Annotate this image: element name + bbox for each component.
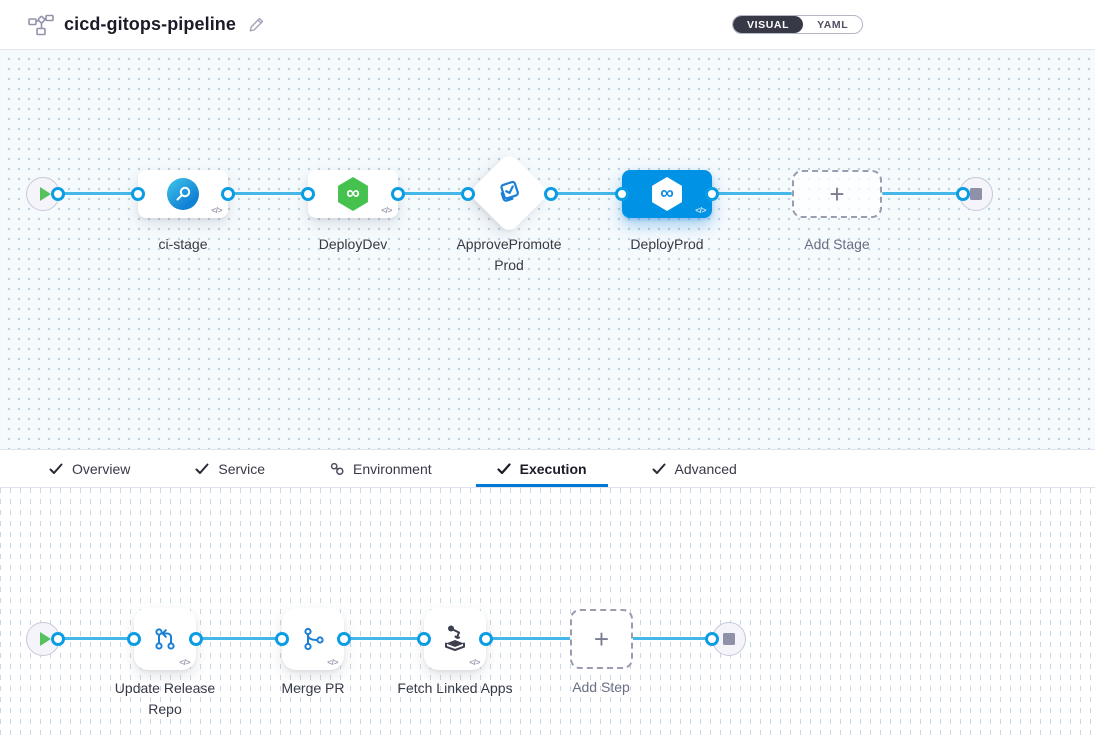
connector-port[interactable] bbox=[127, 632, 141, 646]
connector-port[interactable] bbox=[275, 632, 289, 646]
execution-canvas[interactable]: </> Update Release Repo </> Merge PR </>… bbox=[0, 488, 1095, 741]
stage-label: ci-stage bbox=[113, 234, 253, 255]
connector-port[interactable] bbox=[417, 632, 431, 646]
visual-yaml-toggle[interactable]: VISUAL YAML bbox=[732, 15, 863, 34]
step-label: Fetch Linked Apps bbox=[389, 678, 521, 699]
stage-label: ApprovePromoteProd bbox=[453, 234, 565, 276]
pipeline-icon bbox=[28, 14, 54, 36]
check-icon bbox=[652, 463, 666, 475]
tab-label: Service bbox=[218, 461, 265, 477]
stop-icon bbox=[723, 633, 735, 645]
tab-execution[interactable]: Execution bbox=[476, 450, 608, 487]
step-node-update-release-repo[interactable]: </> bbox=[134, 608, 196, 670]
connector-line bbox=[58, 637, 134, 640]
toggle-visual[interactable]: VISUAL bbox=[733, 16, 803, 33]
stage-label: DeployDev bbox=[283, 234, 423, 255]
check-icon bbox=[195, 463, 209, 475]
cd-hexagon-icon: ∞ bbox=[336, 177, 370, 211]
tab-advanced[interactable]: Advanced bbox=[631, 450, 758, 487]
step-label: Merge PR bbox=[247, 678, 379, 699]
stage-node-ci-stage[interactable]: </> bbox=[138, 170, 228, 218]
connector-line bbox=[551, 192, 622, 195]
code-icon[interactable]: </> bbox=[211, 205, 222, 215]
code-icon[interactable]: </> bbox=[179, 657, 190, 667]
step-node-fetch-linked-apps[interactable]: </> bbox=[424, 608, 486, 670]
stage-node-approvepromoteprod[interactable] bbox=[468, 152, 550, 234]
connector-port[interactable] bbox=[615, 187, 629, 201]
connector-port[interactable] bbox=[131, 187, 145, 201]
cd-hexagon-icon: ∞ bbox=[650, 177, 684, 211]
connector-port[interactable] bbox=[705, 632, 719, 646]
add-step-label: Add Step bbox=[535, 677, 667, 698]
connector-port[interactable] bbox=[189, 632, 203, 646]
play-icon bbox=[40, 632, 51, 646]
page-title: cicd-gitops-pipeline bbox=[64, 14, 236, 35]
stage-label: DeployProd bbox=[597, 234, 737, 255]
edit-pencil-icon[interactable] bbox=[248, 16, 265, 33]
connector-port[interactable] bbox=[705, 187, 719, 201]
connector-port[interactable] bbox=[51, 187, 65, 201]
connector-port[interactable] bbox=[544, 187, 558, 201]
stage-canvas[interactable]: </> ci-stage ∞ </> DeployDev ApproveProm… bbox=[0, 50, 1095, 449]
stage-tabbar: Overview Service Environment Execution A… bbox=[0, 449, 1095, 488]
connector-port[interactable] bbox=[956, 187, 970, 201]
git-pull-request-icon bbox=[150, 624, 180, 654]
connector-line bbox=[228, 192, 308, 195]
check-icon bbox=[497, 463, 511, 475]
connector-line bbox=[712, 192, 792, 195]
fetch-linked-apps-icon bbox=[439, 623, 471, 655]
connector-line bbox=[196, 637, 282, 640]
tab-label: Environment bbox=[353, 461, 432, 477]
connector-port[interactable] bbox=[337, 632, 351, 646]
plus-icon: + bbox=[829, 181, 844, 207]
environment-icon bbox=[330, 462, 344, 476]
connector-line bbox=[58, 192, 138, 195]
tab-service[interactable]: Service bbox=[174, 450, 286, 487]
tab-label: Execution bbox=[520, 461, 587, 477]
add-stage-label: Add Stage bbox=[767, 234, 907, 255]
cd-infinity-glyph: ∞ bbox=[346, 184, 360, 203]
header: cicd-gitops-pipeline VISUAL YAML bbox=[0, 0, 1095, 50]
code-icon[interactable]: </> bbox=[327, 657, 338, 667]
play-icon bbox=[40, 187, 51, 201]
tab-overview[interactable]: Overview bbox=[28, 450, 151, 487]
connector-port[interactable] bbox=[461, 187, 475, 201]
add-step-button[interactable]: + bbox=[570, 609, 633, 669]
add-stage-button[interactable]: + bbox=[792, 170, 882, 218]
connector-line bbox=[398, 192, 468, 195]
connector-port[interactable] bbox=[301, 187, 315, 201]
cd-infinity-glyph: ∞ bbox=[660, 184, 674, 203]
connector-port[interactable] bbox=[479, 632, 493, 646]
connector-port[interactable] bbox=[51, 632, 65, 646]
toggle-yaml[interactable]: YAML bbox=[803, 16, 862, 33]
stop-icon bbox=[970, 188, 982, 200]
ci-build-icon bbox=[167, 178, 199, 210]
stage-node-deploydev[interactable]: ∞ </> bbox=[308, 170, 398, 218]
plus-icon: + bbox=[594, 626, 609, 652]
step-node-merge-pr[interactable]: </> bbox=[282, 608, 344, 670]
connector-port[interactable] bbox=[391, 187, 405, 201]
git-merge-icon bbox=[298, 624, 328, 654]
step-label: Update Release Repo bbox=[99, 678, 231, 720]
stage-node-deployprod[interactable]: ∞ </> bbox=[622, 170, 712, 218]
connector-line bbox=[882, 192, 963, 195]
code-icon[interactable]: </> bbox=[469, 657, 480, 667]
tab-label: Advanced bbox=[675, 461, 737, 477]
connector-line bbox=[344, 637, 424, 640]
tab-label: Overview bbox=[72, 461, 130, 477]
tab-environment[interactable]: Environment bbox=[309, 450, 453, 487]
check-icon bbox=[49, 463, 63, 475]
connector-port[interactable] bbox=[221, 187, 235, 201]
code-icon[interactable]: </> bbox=[381, 205, 392, 215]
approval-check-icon bbox=[495, 179, 523, 207]
code-icon[interactable]: </> bbox=[695, 205, 706, 215]
